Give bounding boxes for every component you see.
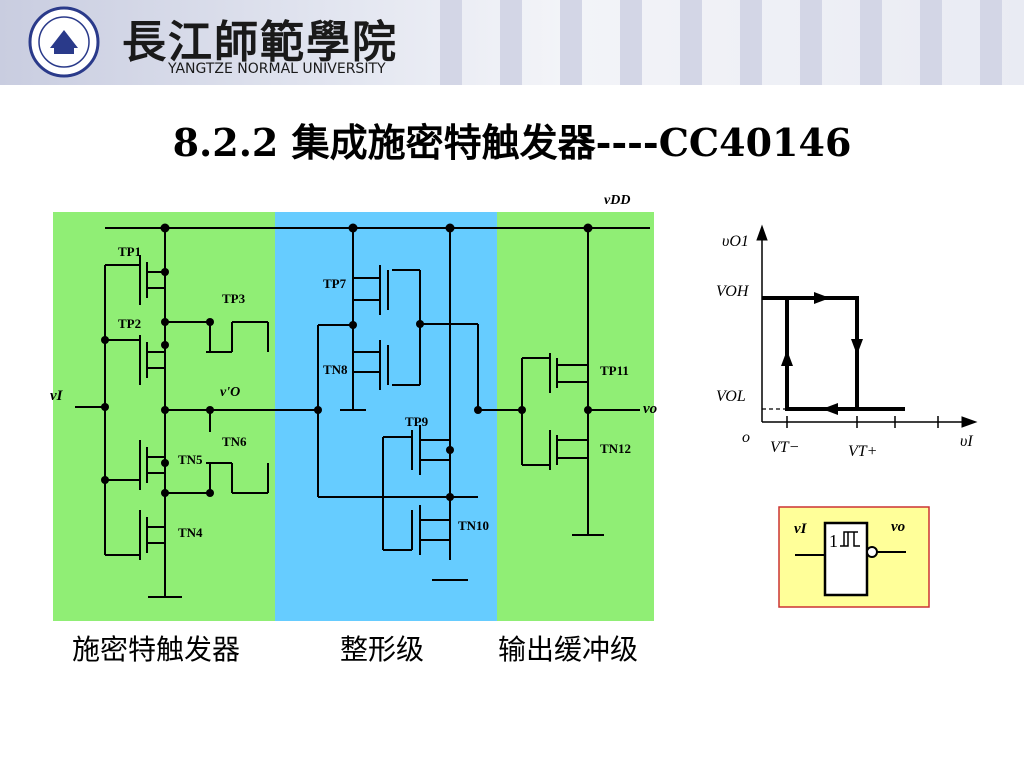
university-seal-icon <box>28 6 100 78</box>
transistor-label: TP7 <box>323 276 347 291</box>
header-banner: 長江師範學院 YANGTZE NORMAL UNIVERSITY <box>0 0 1024 85</box>
section-label-schmitt: 施密特触发器 <box>72 633 241 666</box>
transistor-label: TP11 <box>600 363 629 378</box>
transistor-label: TP9 <box>405 414 429 429</box>
vo-prime-label: v'O <box>220 385 240 400</box>
graph-x-axis-label: υI <box>960 433 973 450</box>
transistor-label: TP3 <box>222 291 246 306</box>
graph-voh-label: VOH <box>716 283 750 300</box>
section-label-buffer: 输出缓冲级 <box>498 633 639 666</box>
transistor-label: TN12 <box>600 441 631 456</box>
transistor-label: TN6 <box>222 434 247 449</box>
transistor-label: TN4 <box>178 525 203 540</box>
shaping-region <box>275 212 497 621</box>
vdd-label: vDD <box>604 193 630 208</box>
buffer-region <box>497 212 654 621</box>
vi-label: vI <box>50 388 64 404</box>
vo-label: vo <box>643 401 657 417</box>
symbol-inner-label: 1 <box>829 531 838 551</box>
graph-vt-plus-label: VT+ <box>848 443 877 460</box>
transistor-label: TP2 <box>118 316 141 331</box>
symbol-input-label: vI <box>794 521 808 537</box>
symbol-output-label: vo <box>891 519 905 535</box>
transistor-label: TN10 <box>458 518 489 533</box>
transistor-label: TN8 <box>323 362 348 377</box>
transistor-label: TN5 <box>178 452 203 467</box>
hysteresis-icon <box>840 531 860 547</box>
section-label-shaping: 整形级 <box>340 633 425 666</box>
transistor-label: TP1 <box>118 244 141 259</box>
schmitt-symbol-body <box>823 521 869 597</box>
graph-vol-label: VOL <box>716 388 746 405</box>
graph-vt-minus-label: VT− <box>770 439 799 456</box>
school-name-cn: 長江師範學院 <box>122 17 398 68</box>
graph-y-axis-label: υO1 <box>722 233 749 250</box>
slide-title: 8.2.2 集成施密特触发器----CC40146 <box>172 120 852 165</box>
school-name-en: YANGTZE NORMAL UNIVERSITY <box>168 61 386 77</box>
graph-origin-label: o <box>742 429 750 446</box>
